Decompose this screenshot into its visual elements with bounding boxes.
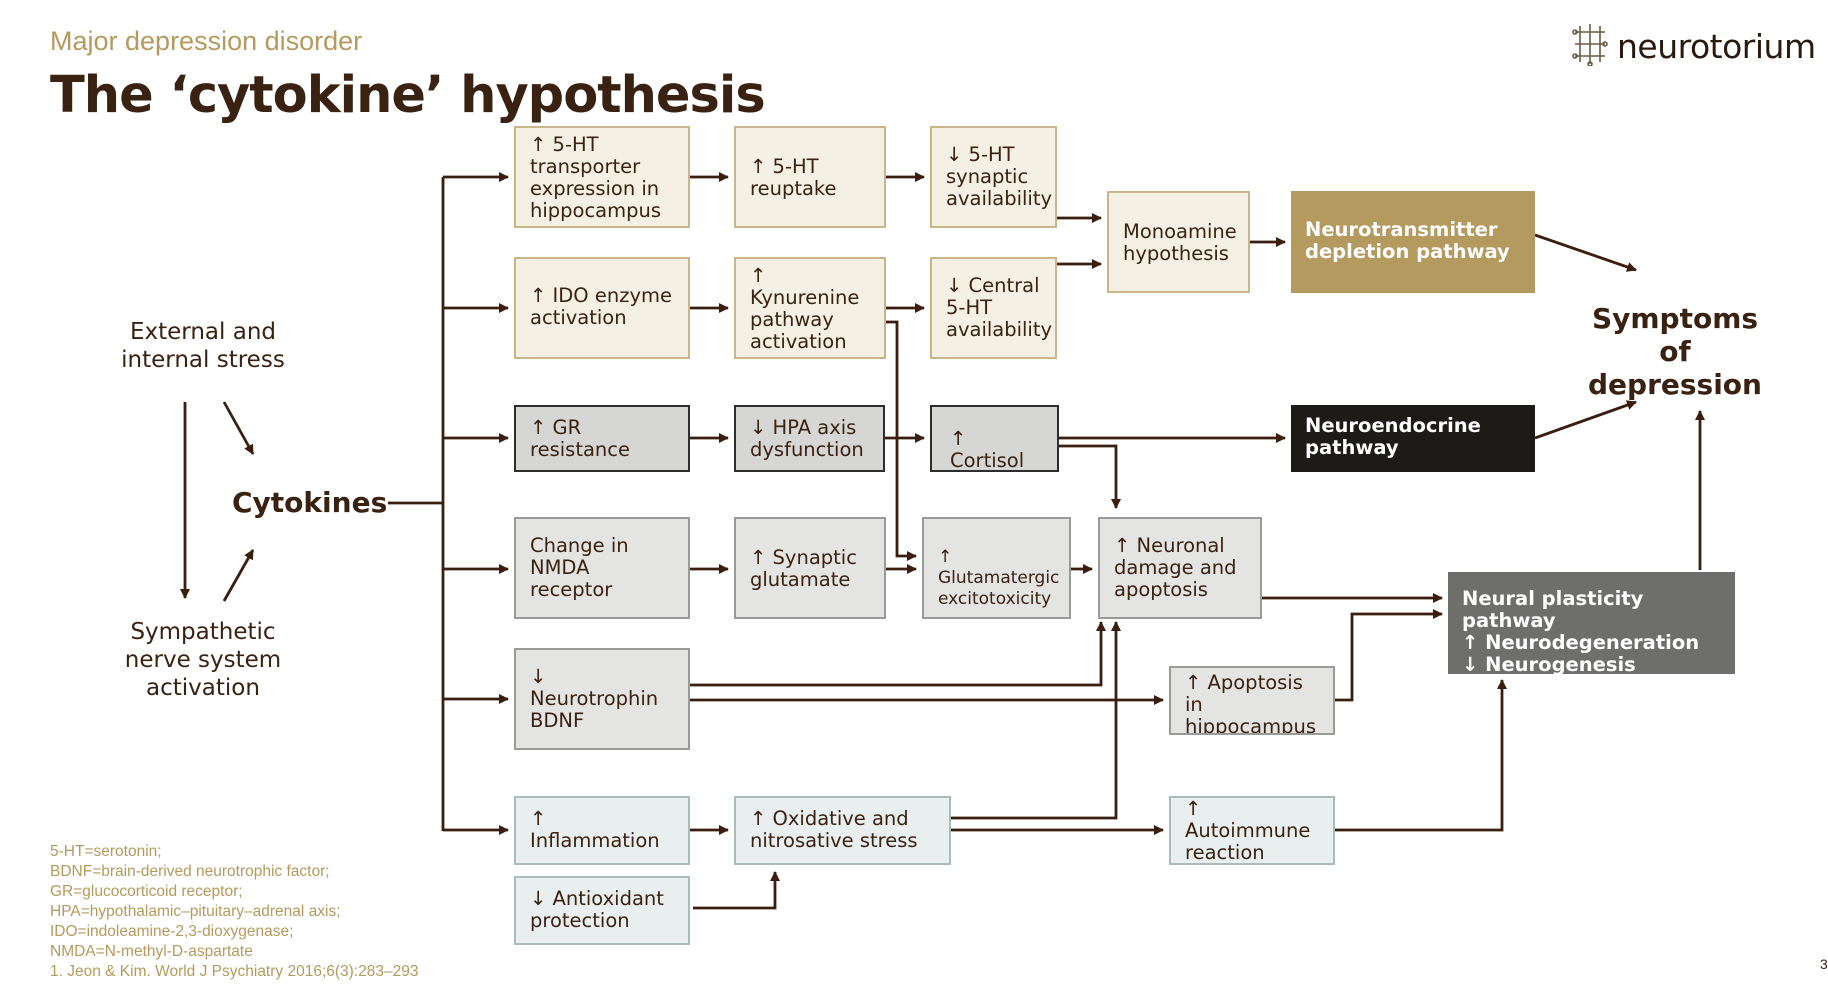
box-autoimmune: ↑ Autoimmune reaction (1169, 796, 1335, 865)
slide-title: The ‘cytokine’ hypothesis (50, 66, 766, 125)
box-apoptosis-hippocampus: ↑ Apoptosis in hippocampus (1169, 666, 1335, 735)
box-neurotransmitter-pathway: Neurotransmitter depletion pathway (1291, 191, 1535, 293)
box-neural-plasticity: Neural plasticity pathway ↑ Neurodegener… (1448, 572, 1735, 674)
box-5ht-synaptic: ↓ 5-HT synaptic availability (930, 126, 1057, 228)
box-ido: ↑ IDO enzyme activation (514, 257, 690, 359)
page-number: 3 (1820, 956, 1828, 972)
footnotes: 5-HT=serotonin; BDNF=brain-derived neuro… (50, 842, 418, 982)
box-kynurenine: ↑ Kynurenine pathway activation (734, 257, 886, 359)
box-hpa-axis: ↓ HPA axis dysfunction (734, 405, 885, 472)
footnote-line: NMDA=N-methyl-D-aspartate (50, 943, 253, 960)
footnote-line: IDO=indoleamine-2,3-dioxygenase; (50, 923, 294, 940)
box-5ht-reuptake: ↑ 5-HT reuptake (734, 126, 886, 228)
box-synaptic-glutamate: ↑ Synaptic glutamate (734, 517, 886, 619)
box-nmda: Change in NMDA receptor (514, 517, 690, 619)
footnote-line: 5-HT=serotonin; (50, 843, 162, 860)
box-bdnf: ↓ Neurotrophin BDNF (514, 648, 690, 750)
symptoms-label: Symptoms of depression (1588, 302, 1762, 401)
box-cortisol: ↑ Cortisol (930, 405, 1059, 472)
logo-text: neurotorium (1617, 26, 1816, 66)
box-oxidative-stress: ↑ Oxidative and nitrosative stress (734, 796, 951, 865)
plasticity-title: Neural plasticity pathway (1462, 587, 1644, 632)
box-gr-resistance: ↑ GR resistance (514, 405, 690, 472)
plasticity-line-2: ↓ Neurogenesis (1462, 653, 1636, 675)
footnote-line: BDNF=brain-derived neurotrophic factor; (50, 863, 330, 880)
box-antioxidant: ↓ Antioxidant protection (514, 876, 690, 945)
box-neuroendocrine-pathway: Neuroendocrine pathway (1291, 405, 1535, 472)
cytokines-label: Cytokines (232, 486, 388, 519)
stress-label: External and internal stress (121, 319, 285, 373)
slide-subtitle: Major depression disorder (50, 26, 363, 56)
brain-circuit-icon (1571, 22, 1609, 70)
box-5ht-transporter: ↑ 5-HT transporter expression in hippoca… (514, 126, 690, 228)
footnote-line: HPA=hypothalamic–pituitary–adrenal axis; (50, 903, 341, 920)
box-neuronal-damage: ↑ Neuronal damage and apoptosis (1098, 517, 1262, 619)
box-glutamatergic: ↑ Glutamatergic excitotoxicity (922, 517, 1071, 619)
box-monoamine: Monoamine hypothesis (1107, 191, 1250, 293)
footnote-line: 1. Jeon & Kim. World J Psychiatry 2016;6… (50, 963, 419, 980)
logo: neurotorium (1571, 22, 1816, 70)
box-inflammation: ↑ Inflammation (514, 796, 690, 865)
sympathetic-label: Sympathetic nerve system activation (124, 619, 282, 701)
plasticity-line-1: ↑ Neurodegeneration (1462, 631, 1700, 654)
footnote-line: GR=glucocorticoid receptor; (50, 883, 243, 900)
box-central-5ht: ↓ Central 5-HT availability (930, 257, 1057, 359)
